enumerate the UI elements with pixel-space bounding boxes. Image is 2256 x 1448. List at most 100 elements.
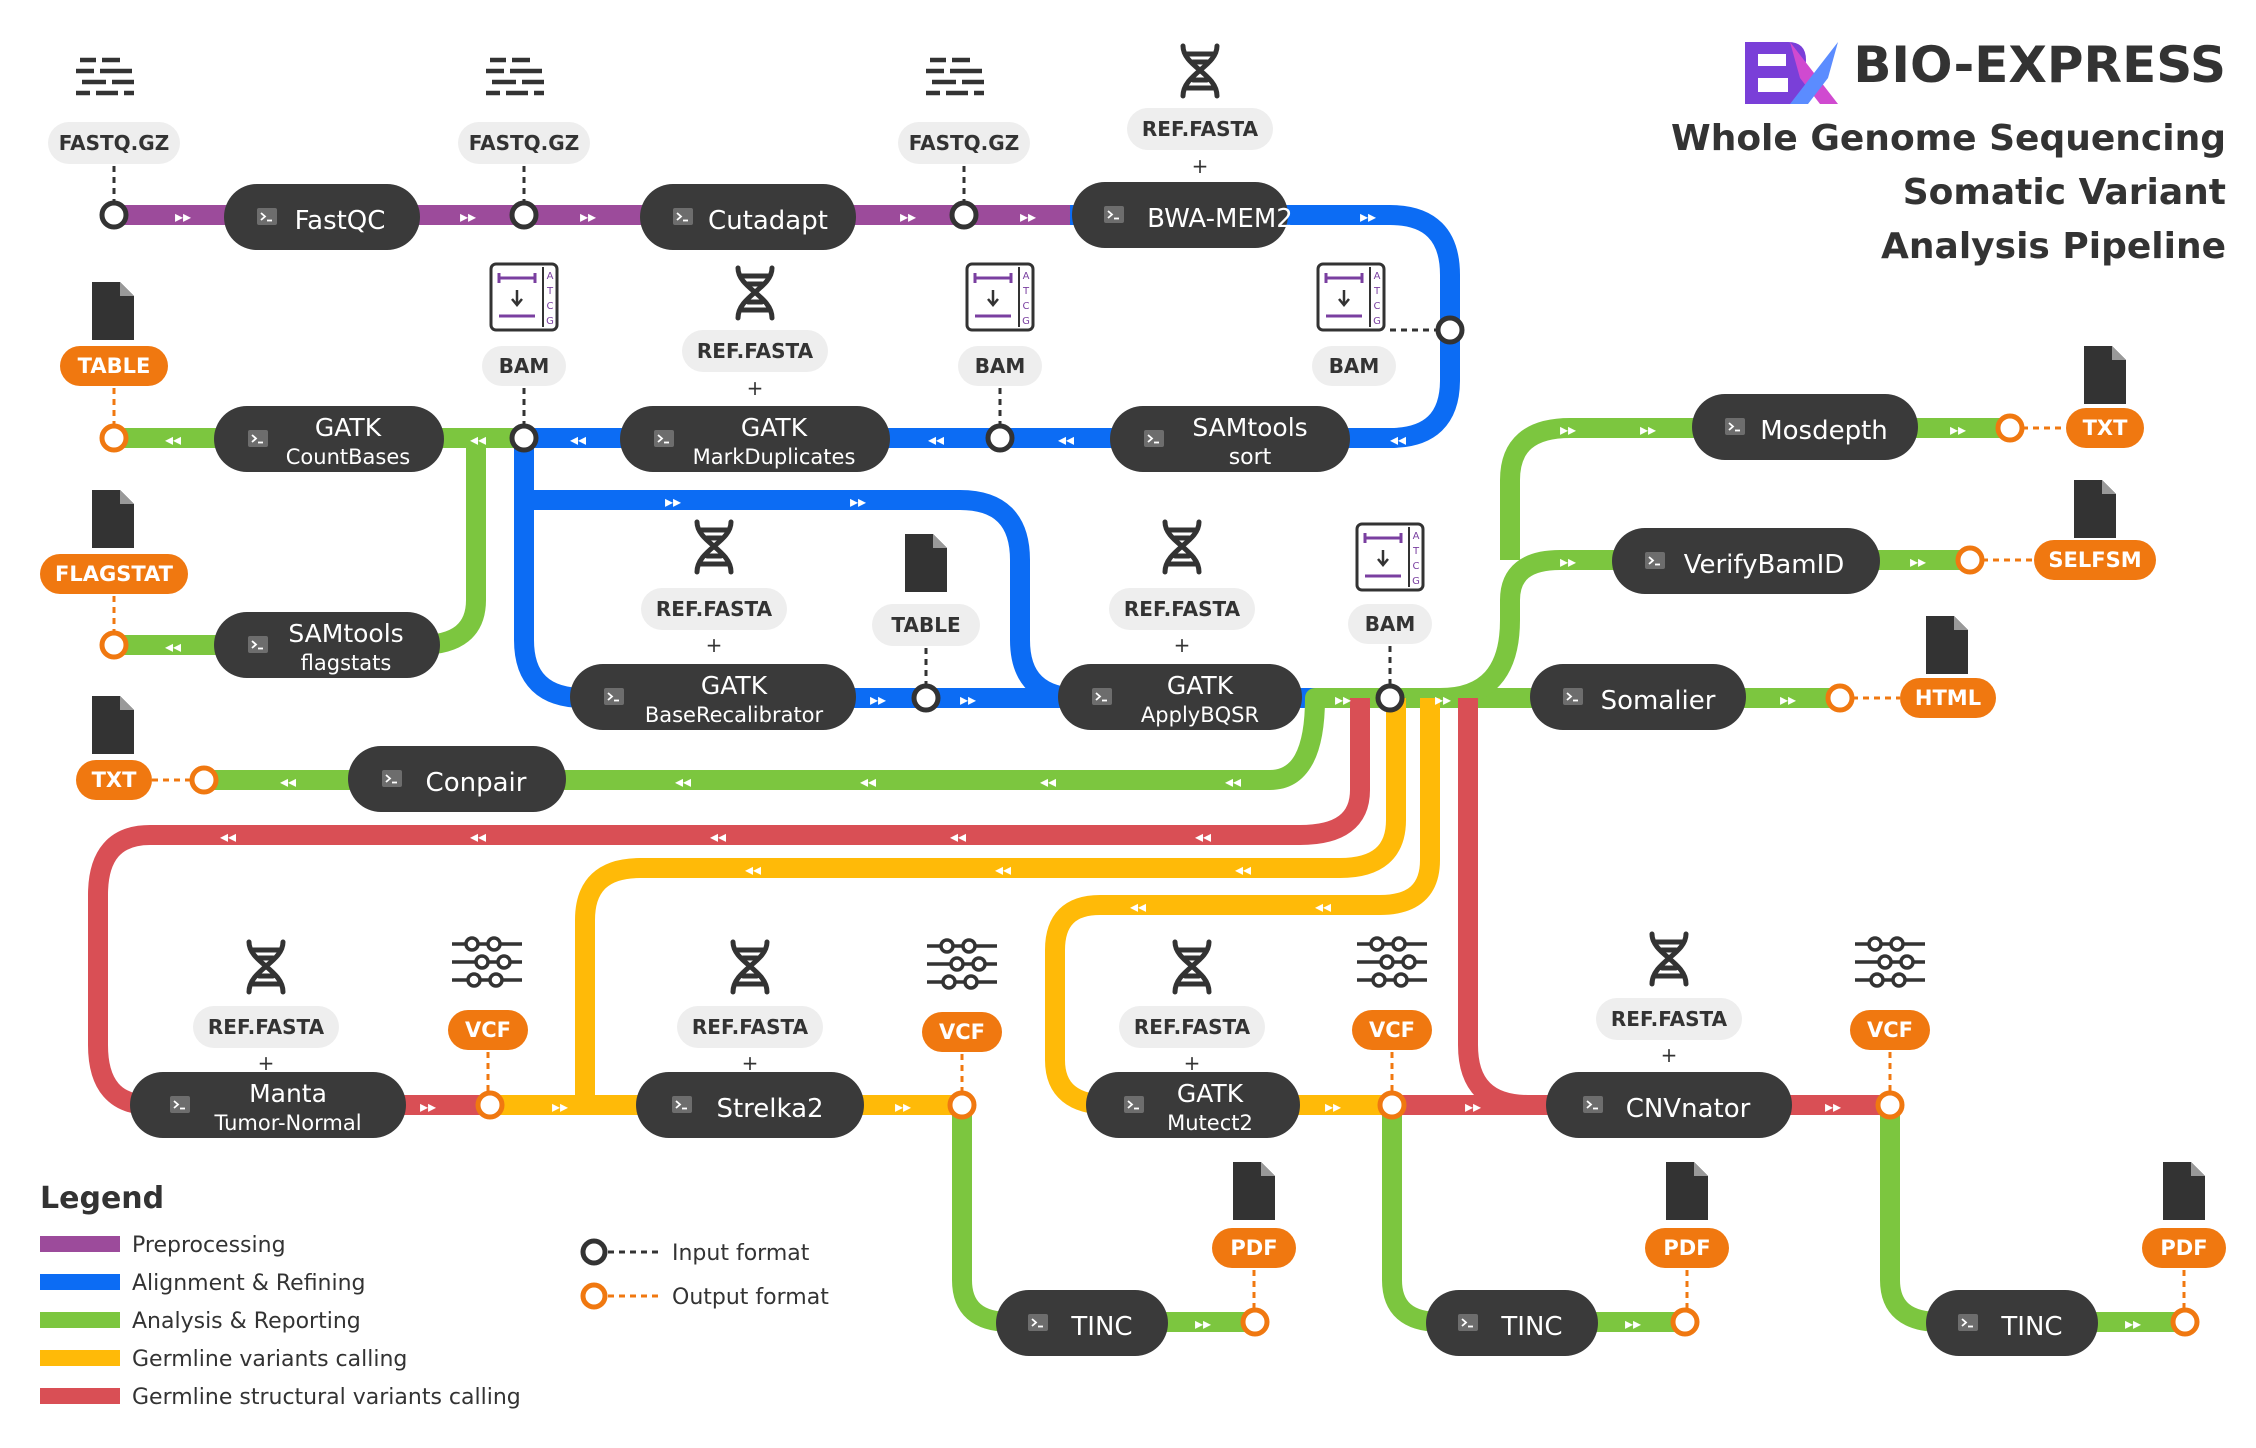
svg-text:SAMtools: SAMtools — [288, 619, 403, 648]
tool-manta[interactable]: Manta Tumor-Normal — [130, 1072, 406, 1138]
input-ref-baserecal: REF.FASTA — [656, 597, 773, 621]
tool-strelka2[interactable]: Strelka2 — [636, 1072, 864, 1138]
legend-label: Alignment & Refining — [132, 1271, 366, 1296]
vcf-icon — [450, 936, 524, 988]
svg-text:▸▸: ▸▸ — [665, 492, 681, 511]
svg-text:Somalier: Somalier — [1601, 686, 1716, 716]
svg-text:◂◂: ◂◂ — [280, 772, 296, 791]
tool-mosdepth[interactable]: Mosdepth — [1692, 394, 1918, 460]
output-pdf-3: PDF — [2160, 1236, 2207, 1260]
svg-text:▸▸: ▸▸ — [1950, 420, 1966, 439]
tool-conpair[interactable]: Conpair — [348, 746, 566, 812]
svg-text:GATK: GATK — [315, 413, 382, 442]
svg-text:Manta: Manta — [249, 1079, 327, 1108]
svg-text:▸▸: ▸▸ — [552, 1097, 568, 1116]
input-table: TABLE — [891, 613, 960, 637]
title-line-3: Analysis Pipeline — [1881, 226, 2226, 267]
tool-somalier[interactable]: Somalier — [1530, 664, 1746, 730]
svg-text:◂◂: ◂◂ — [1130, 897, 1146, 916]
svg-text:TINC: TINC — [2000, 1312, 2062, 1342]
svg-text:▸▸: ▸▸ — [1560, 420, 1576, 439]
svg-text:+: + — [706, 633, 723, 657]
output-vcf-strelka: VCF — [939, 1020, 985, 1044]
svg-text:CountBases: CountBases — [286, 445, 410, 469]
svg-text:▸▸: ▸▸ — [1325, 1097, 1341, 1116]
legend-label: Germline structural variants calling — [132, 1385, 521, 1410]
svg-text:◂◂: ◂◂ — [950, 827, 966, 846]
svg-text:Tumor-Normal: Tumor-Normal — [213, 1111, 361, 1135]
svg-text:+: + — [1174, 633, 1191, 657]
tool-gatk-countbases[interactable]: GATK CountBases — [214, 406, 444, 472]
svg-text:◂◂: ◂◂ — [165, 637, 181, 656]
legend-title: Legend — [40, 1181, 164, 1216]
tool-gatk-applybqsr[interactable]: GATK ApplyBQSR — [1058, 664, 1302, 730]
title-line-2: Somatic Variant — [1903, 172, 2226, 213]
line-green-mosdepth — [1500, 418, 2010, 560]
tool-tinc-2[interactable]: TINC — [1426, 1290, 1598, 1356]
direction-chevrons: ▸▸ ▸▸ ▸▸ ▸▸ ▸▸ ▸▸ ◂◂ ◂◂ ◂◂ ◂◂ ◂◂ ◂◂ ◂◂ ▸▸ ▸▸ ▸▸… — [165, 207, 2141, 1333]
input-bam-4: BAM — [1365, 612, 1416, 636]
dna-icon — [1183, 46, 1217, 96]
svg-text:CNVnator: CNVnator — [1626, 1094, 1751, 1124]
svg-text:SAMtools: SAMtools — [1192, 413, 1307, 442]
svg-text:◂◂: ◂◂ — [675, 772, 691, 791]
fastq-icon — [486, 60, 544, 93]
legend-swatch — [40, 1236, 120, 1252]
svg-text:◂◂: ◂◂ — [860, 772, 876, 791]
line-alignment-2 — [514, 438, 1390, 708]
dna-icon — [738, 268, 772, 318]
tool-verifybamid[interactable]: VerifyBamID — [1612, 528, 1880, 594]
line-yellow-strelka — [575, 698, 1406, 1115]
tool-tinc-3[interactable]: TINC — [1926, 1290, 2098, 1356]
plus-sign: + — [1192, 154, 1209, 178]
output-vcf-manta: VCF — [465, 1018, 511, 1042]
input-ref-bwa: REF.FASTA — [1142, 117, 1259, 141]
line-red-manta — [88, 698, 1370, 1115]
svg-text:▸▸: ▸▸ — [1910, 552, 1926, 571]
tool-samtools-sort[interactable]: SAMtools sort — [1110, 406, 1350, 472]
line-green-tinc3 — [1880, 1105, 2185, 1332]
output-format-marker — [580, 1282, 608, 1310]
input-ref-strelka: REF.FASTA — [692, 1015, 809, 1039]
legend-swatch — [40, 1388, 120, 1404]
tool-gatk-markduplicates[interactable]: GATK MarkDuplicates — [620, 406, 890, 472]
input-ref-applybqsr: REF.FASTA — [1124, 597, 1241, 621]
input-bam-1: BAM — [499, 354, 550, 378]
svg-text:◂◂: ◂◂ — [928, 430, 944, 449]
svg-text:▸▸: ▸▸ — [1195, 1314, 1211, 1333]
input-ref-manta: REF.FASTA — [208, 1015, 325, 1039]
tool-cutadapt[interactable]: Cutadapt — [640, 184, 856, 250]
svg-text:◂◂: ◂◂ — [995, 860, 1011, 879]
svg-text:▸▸: ▸▸ — [870, 690, 886, 709]
svg-text:▸▸: ▸▸ — [1780, 690, 1796, 709]
fastq-icon — [76, 60, 134, 93]
bam-icon — [489, 262, 559, 332]
input-format-marker — [580, 1238, 608, 1266]
input-ref-markdup: REF.FASTA — [697, 339, 814, 363]
line-green-verify — [1390, 550, 1970, 708]
svg-text:◂◂: ◂◂ — [220, 827, 236, 846]
svg-text:▸▸: ▸▸ — [420, 1097, 436, 1116]
svg-text:▸▸: ▸▸ — [960, 690, 976, 709]
svg-text:▸▸: ▸▸ — [1335, 690, 1351, 709]
file-icon — [92, 282, 134, 340]
line-red-cnv — [1458, 698, 1890, 1115]
svg-text:sort: sort — [1229, 445, 1272, 470]
svg-text:◂◂: ◂◂ — [1225, 772, 1241, 791]
svg-text:◂◂: ◂◂ — [745, 860, 761, 879]
output-formats: TABLE FLAGSTAT TXT TXT SELFSM HTML VCF — [40, 282, 2226, 1310]
legend-input-label: Input format — [672, 1241, 810, 1266]
tool-bwa-mem2[interactable]: BWA-MEM2 — [1072, 182, 1293, 248]
output-txt-mosdepth: TXT — [2083, 416, 2129, 440]
tool-fastqc[interactable]: FastQC — [224, 184, 420, 250]
tool-tinc-1[interactable]: TINC — [996, 1290, 1168, 1356]
input-bam-2: BAM — [975, 354, 1026, 378]
svg-text:+: + — [1661, 1043, 1678, 1067]
tool-gatk-mutect2[interactable]: GATK Mutect2 — [1086, 1072, 1300, 1138]
tool-gatk-baserecalibrator[interactable]: GATK BaseRecalibrator — [570, 664, 856, 730]
tool-cnvnator[interactable]: CNVnator — [1546, 1072, 1792, 1138]
legend-output-label: Output format — [672, 1285, 829, 1310]
tool-samtools-flagstats[interactable]: SAMtools flagstats — [214, 612, 440, 678]
svg-text:◂◂: ◂◂ — [1315, 897, 1331, 916]
